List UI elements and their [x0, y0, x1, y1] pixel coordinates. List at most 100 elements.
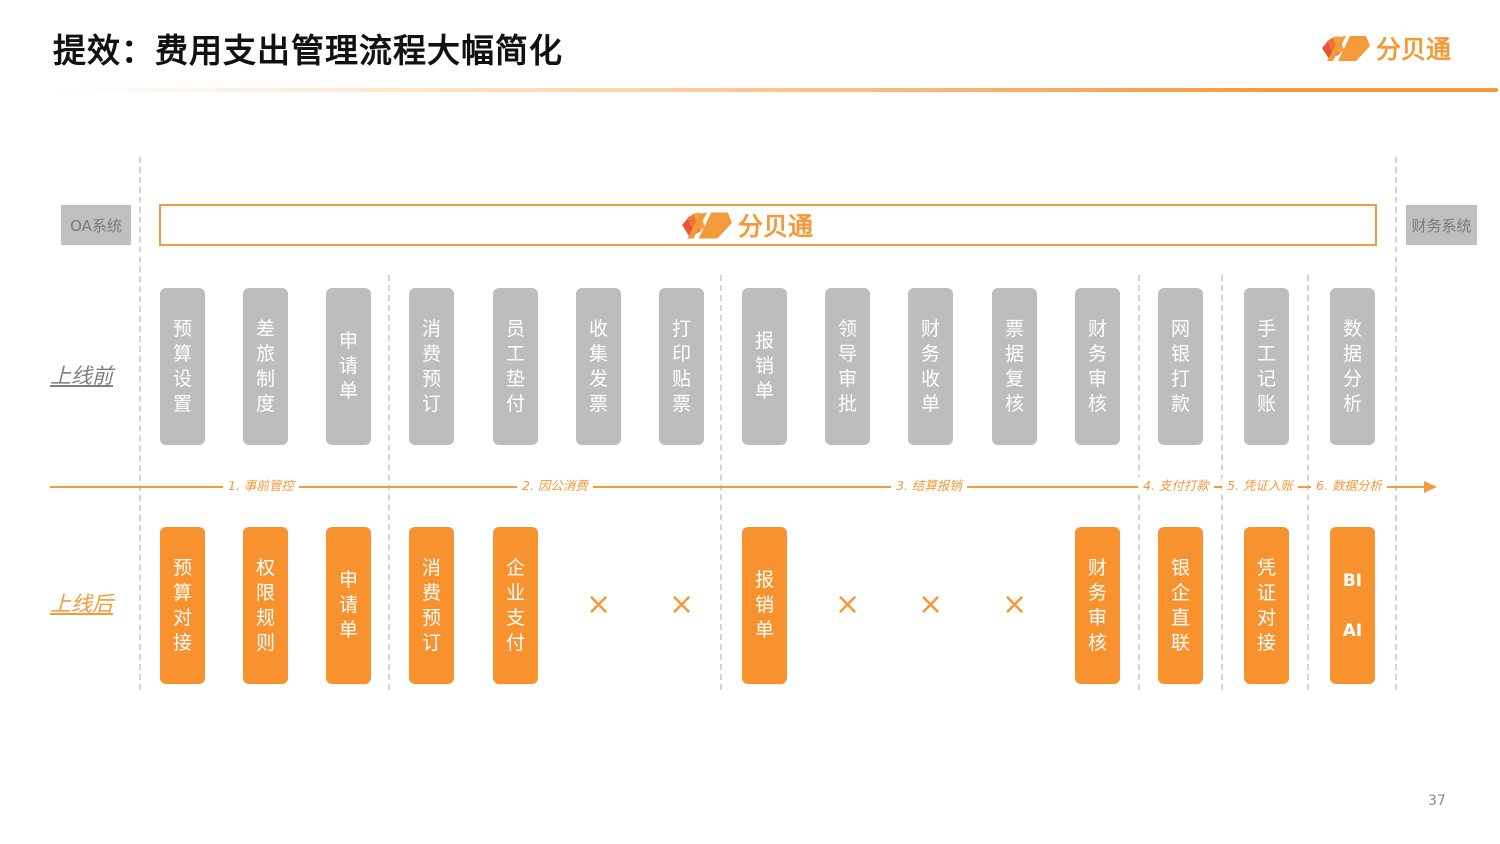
step-char: 单: [338, 619, 358, 641]
step-char: 预: [421, 367, 441, 390]
step-char: 财: [1087, 317, 1107, 340]
right-boundary-dash: [1395, 157, 1397, 690]
after-step: 预算对接: [160, 527, 205, 684]
page-number: 37: [1428, 793, 1446, 809]
step-char: 付: [505, 631, 525, 654]
step-char: 单: [338, 380, 358, 402]
finance-system-box: 财务系统: [1406, 205, 1477, 245]
phase-label-6: 6. 数据分析: [1311, 477, 1387, 495]
step-char: 订: [421, 392, 441, 415]
step-char: 审: [1087, 606, 1107, 629]
brand-name: 分贝通: [1376, 35, 1452, 64]
step-char: 费: [421, 342, 441, 365]
page-title: 提效：费用支出管理流程大幅简化: [53, 31, 563, 70]
phase-label-3: 3. 结算报销: [891, 477, 967, 495]
step-char: 析: [1342, 392, 1362, 415]
step-char: 置: [172, 392, 192, 415]
step-char: 限: [255, 581, 275, 604]
step-char: 票: [1004, 317, 1024, 340]
step-char: 发: [588, 367, 608, 390]
step-char: 据: [1004, 342, 1024, 365]
step-char: 审: [837, 367, 857, 390]
phase-label-1: 1. 事前管控: [223, 477, 299, 495]
oa-system-box: OA系统: [61, 205, 131, 245]
before-step: 消费预订: [409, 288, 454, 445]
step-char: 接: [172, 631, 192, 654]
step-char: 权: [255, 556, 275, 579]
before-step: 预算设置: [160, 288, 205, 445]
step-char: 款: [1170, 392, 1190, 415]
step-char: 预: [172, 556, 192, 579]
before-step: 差旅制度: [243, 288, 288, 445]
after-step: 财务审核: [1075, 527, 1120, 684]
phase-separator-2: [720, 275, 722, 690]
phase-separator-1: [388, 275, 390, 690]
step-char: 核: [1087, 392, 1107, 415]
phase-label-2: 2. 因公消费: [517, 477, 593, 495]
step-char: 企: [1170, 581, 1190, 604]
after-step: 权限规则: [243, 527, 288, 684]
step-word: BI: [1342, 570, 1363, 591]
removed-step-x-icon: ×: [1002, 587, 1028, 622]
before-step: 财务审核: [1075, 288, 1120, 445]
after-step: 企业支付: [493, 527, 538, 684]
timeline-arrow-icon: [1424, 481, 1437, 493]
step-char: 请: [338, 594, 358, 616]
step-char: 员: [505, 317, 525, 340]
step-char: 支: [505, 606, 525, 629]
step-char: 财: [920, 317, 940, 340]
before-step: 员工垫付: [493, 288, 538, 445]
after-step: 银企直联: [1158, 527, 1203, 684]
step-word: AI: [1342, 620, 1363, 641]
step-char: 打: [671, 317, 691, 340]
step-char: 审: [1087, 367, 1107, 390]
brand-cards-icon: [1322, 36, 1370, 61]
step-char: 记: [1256, 367, 1276, 390]
step-char: 费: [421, 581, 441, 604]
step-char: 网: [1170, 317, 1190, 340]
step-char: 度: [255, 392, 275, 415]
step-char: 务: [1087, 342, 1107, 365]
step-char: 则: [255, 631, 275, 654]
before-step: 收集发票: [576, 288, 621, 445]
step-char: 领: [837, 317, 857, 340]
step-char: 证: [1256, 581, 1276, 604]
phase-label-5: 5. 凭证入账: [1222, 477, 1298, 495]
step-char: 账: [1256, 392, 1276, 415]
step-char: 务: [1087, 581, 1107, 604]
step-char: 申: [338, 569, 358, 591]
step-char: 业: [505, 581, 525, 604]
before-step: 报销单: [742, 288, 787, 445]
step-char: 单: [920, 392, 940, 415]
title-divider: [48, 88, 1498, 92]
platform-frame: [159, 204, 1377, 246]
before-launch-label: 上线前: [50, 364, 113, 388]
step-char: 消: [421, 556, 441, 579]
step-char: 财: [1087, 556, 1107, 579]
step-char: 数: [1342, 317, 1362, 340]
removed-step-x-icon: ×: [918, 587, 944, 622]
step-char: 算: [172, 581, 192, 604]
step-char: 规: [255, 606, 275, 629]
after-launch-label: 上线后: [50, 592, 113, 616]
before-step: 票据复核: [992, 288, 1037, 445]
brand-cards-icon: [682, 212, 732, 239]
platform-brand-logo: 分贝通: [680, 207, 813, 243]
before-step: 财务收单: [908, 288, 953, 445]
step-char: 对: [1256, 606, 1276, 629]
after-step: BI AI: [1330, 527, 1375, 684]
step-char: 旅: [255, 342, 275, 365]
step-char: 票: [588, 392, 608, 415]
step-char: 预: [421, 606, 441, 629]
step-char: 差: [255, 317, 275, 340]
left-boundary-dash: [139, 157, 141, 690]
step-char: 联: [1170, 631, 1190, 654]
step-char: 请: [338, 355, 358, 377]
step-char: 设: [172, 367, 192, 390]
step-char: 银: [1170, 342, 1190, 365]
step-char: 制: [255, 367, 275, 390]
removed-step-x-icon: ×: [669, 587, 695, 622]
step-char: 凭: [1256, 556, 1276, 579]
step-char: 打: [1170, 367, 1190, 390]
phase-label-4: 4. 支付打款: [1138, 477, 1214, 495]
